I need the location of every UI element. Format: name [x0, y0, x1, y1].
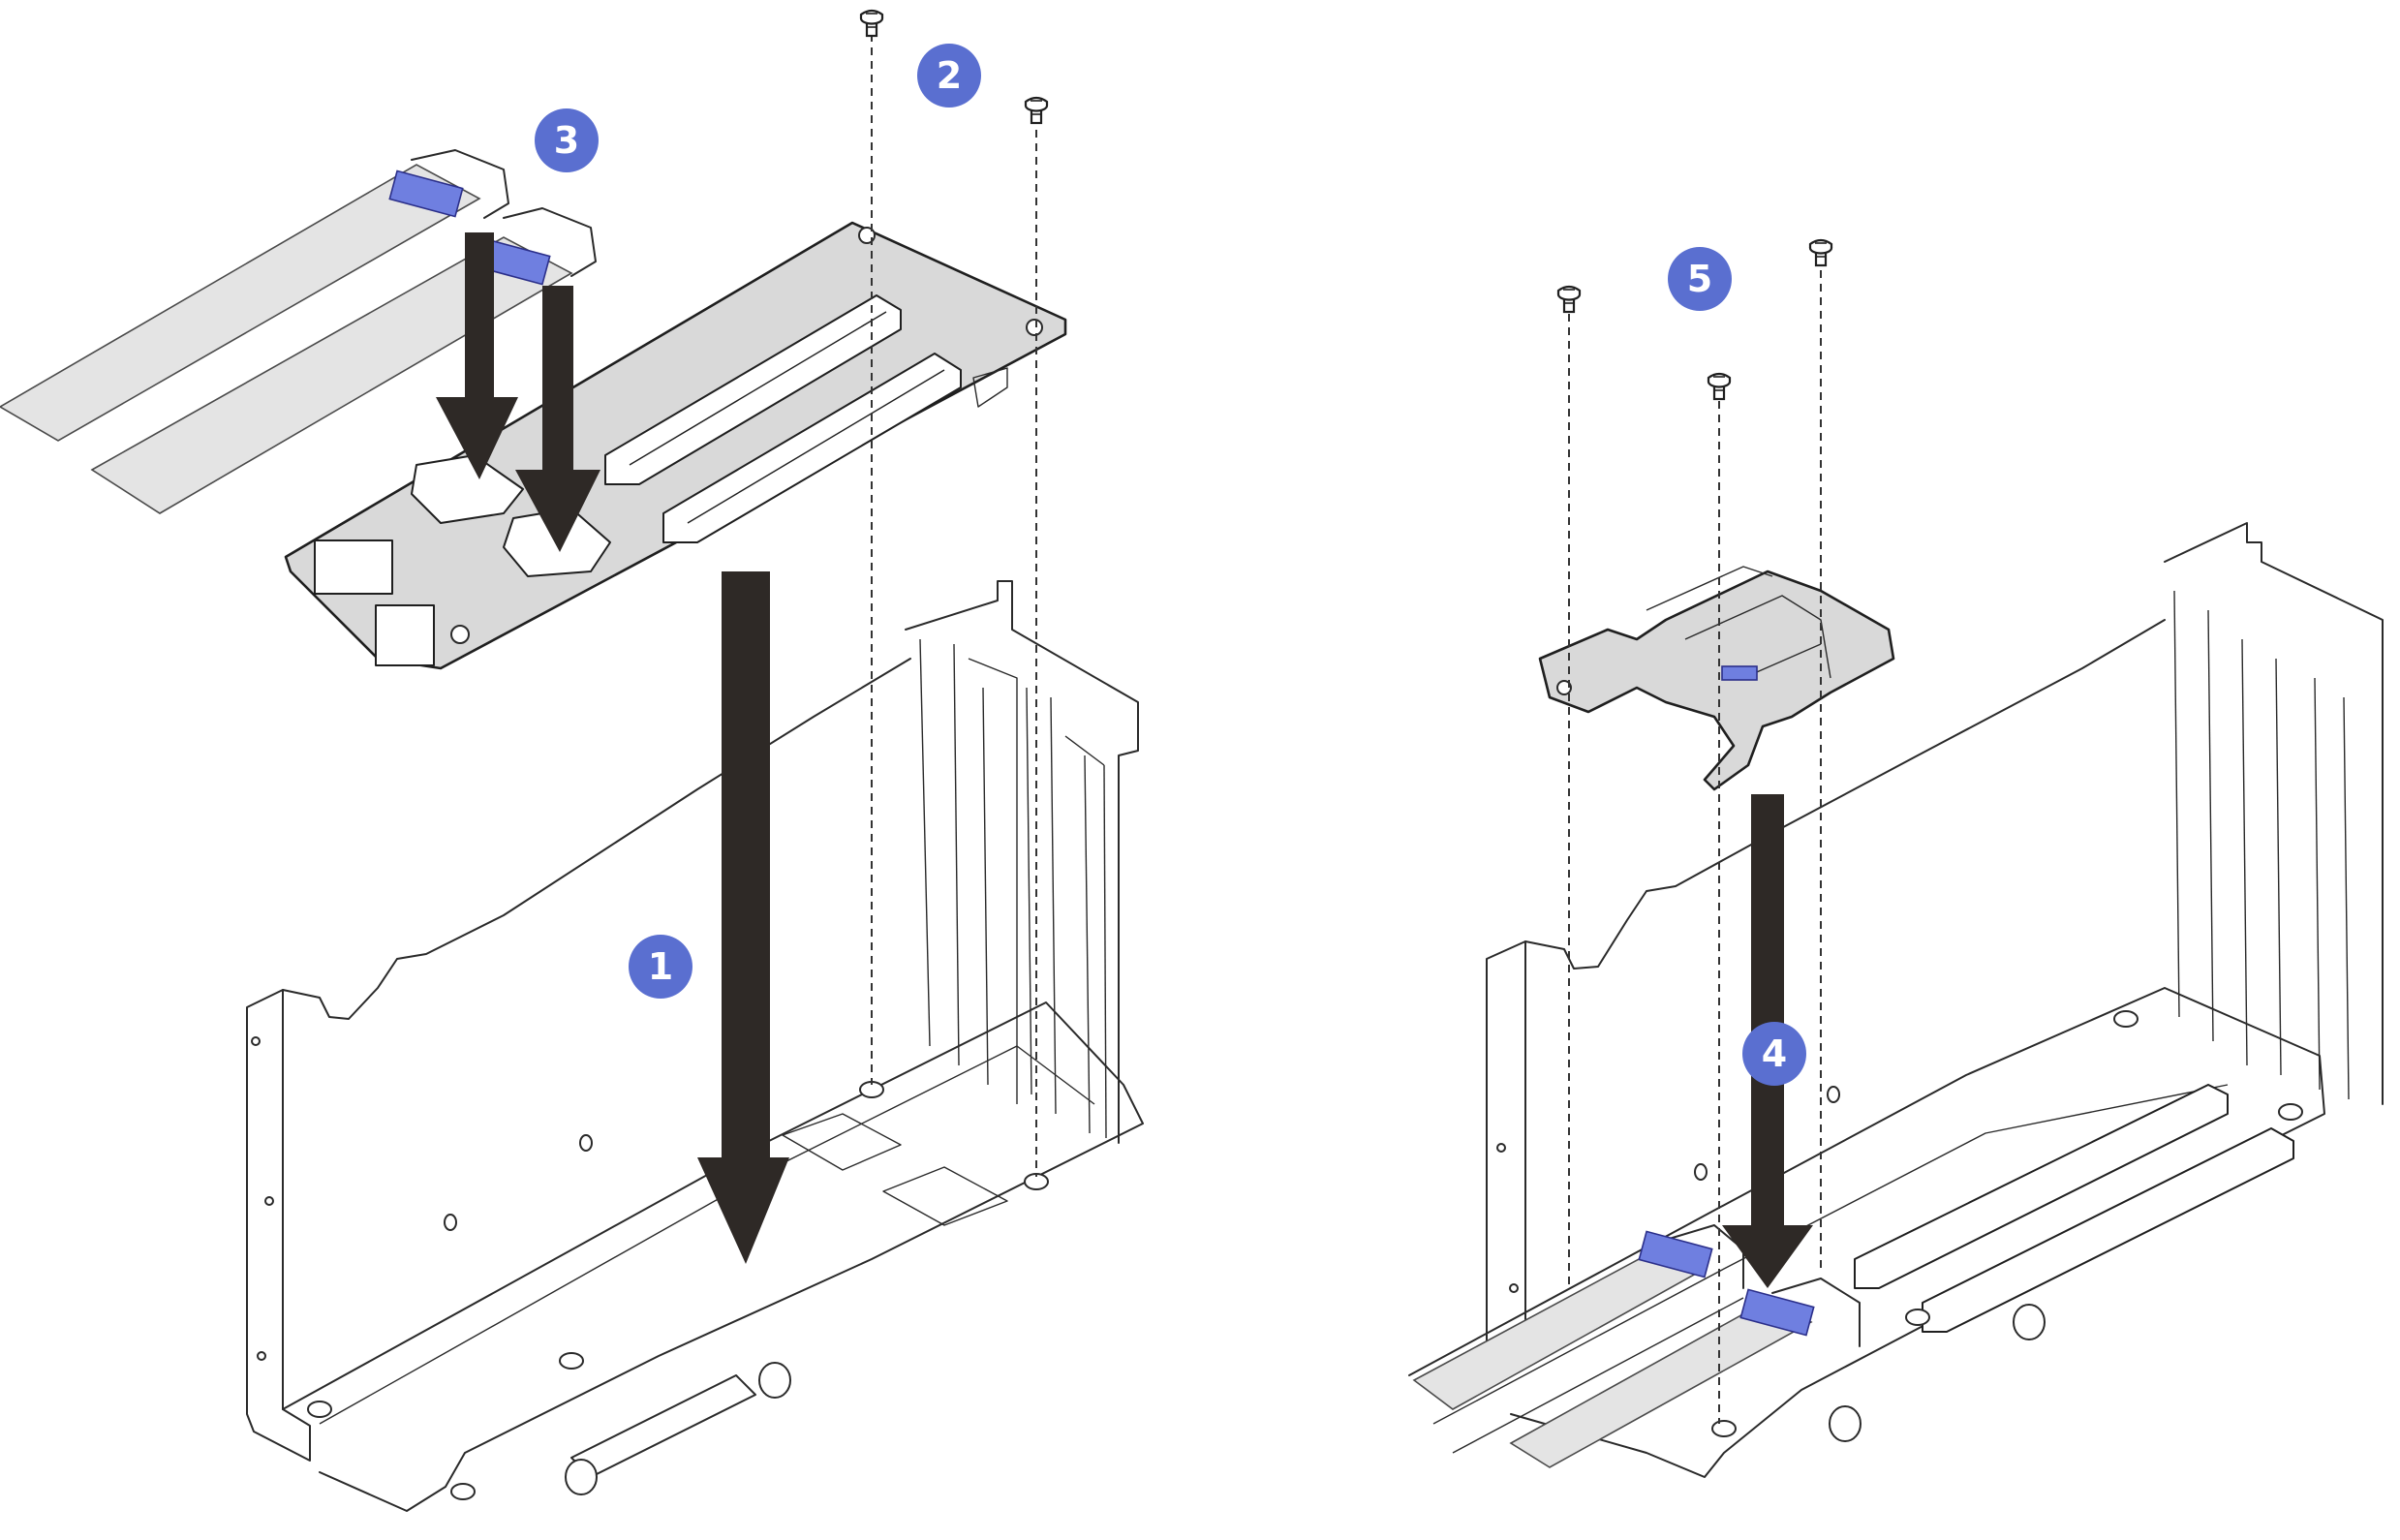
screw-icon [1556, 285, 1582, 314]
callout-5: 5 [1668, 247, 1732, 311]
callout-2-label: 2 [937, 54, 962, 97]
down-arrow-icon [697, 571, 789, 1264]
callout-2: 2 [917, 44, 981, 108]
down-arrow-icon [515, 286, 600, 552]
routed-cable-2-tab [1739, 1288, 1815, 1337]
mcio-cables [0, 149, 597, 514]
screw-icon [1808, 238, 1833, 267]
cable-retention-bracket [1538, 566, 1895, 791]
screw-icon [1024, 96, 1049, 125]
callout-3: 3 [535, 108, 599, 172]
cable-1-pull-tab [388, 169, 464, 218]
callout-5-label: 5 [1687, 258, 1712, 300]
left-cage [246, 580, 1144, 1512]
screw-icon [1707, 372, 1732, 401]
left-assembly [0, 9, 1144, 1512]
riser-card-board [284, 221, 1067, 670]
callout-3-label: 3 [554, 119, 579, 162]
right-cage [1408, 522, 2384, 1478]
screw-icon [859, 9, 884, 38]
callout-4: 4 [1742, 1022, 1806, 1086]
callout-4-label: 4 [1762, 1032, 1787, 1075]
callout-1-label: 1 [648, 945, 673, 988]
down-arrow-icon [436, 232, 518, 479]
callout-1: 1 [629, 935, 692, 999]
right-assembly [1408, 238, 2384, 1478]
routed-cable-1-tab [1638, 1230, 1713, 1278]
